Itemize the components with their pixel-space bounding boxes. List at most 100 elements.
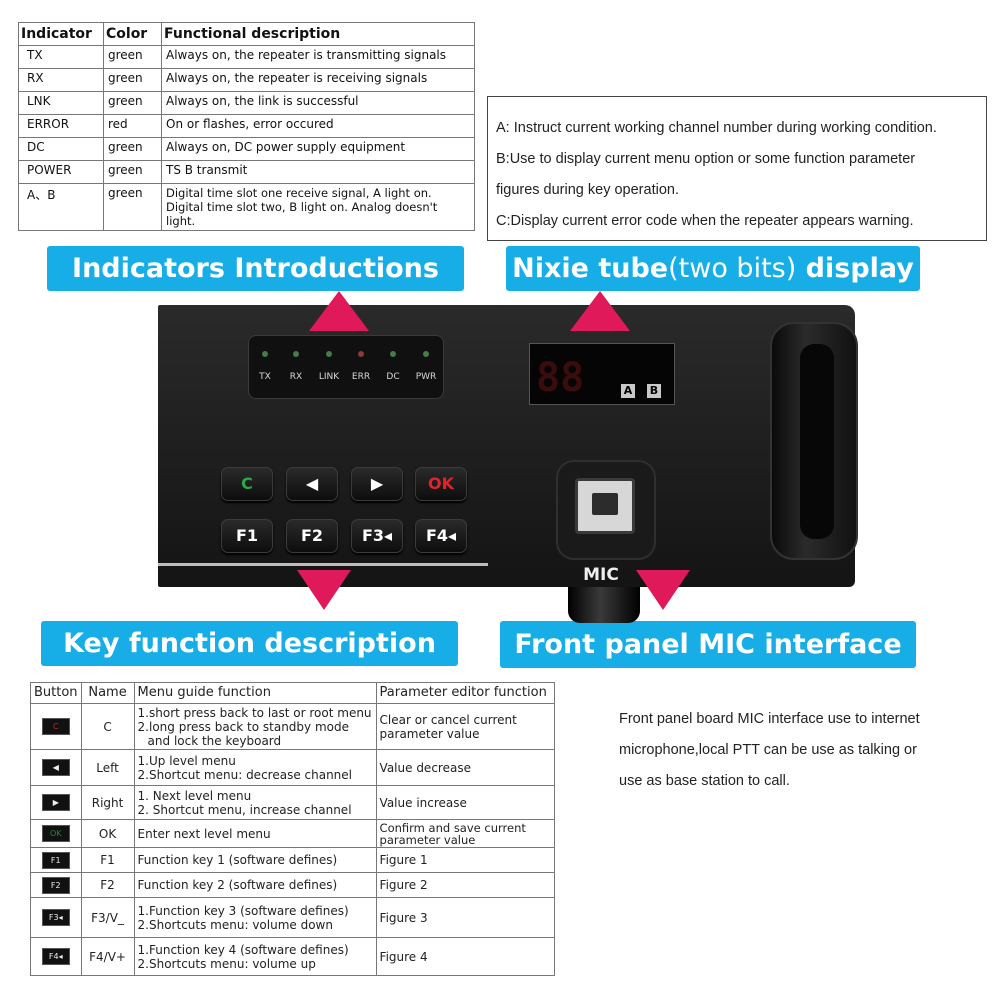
button-cell: C	[30, 703, 82, 750]
nixie-description-box: A: Instruct current working channel numb…	[487, 96, 987, 241]
menu-cell: 1.Function key 4 (software defines)2.Sho…	[133, 937, 377, 976]
nixie-tube-display: 88 A B	[529, 343, 675, 405]
key-banner-text: Key function description	[63, 628, 436, 659]
menu-line: Function key 2 (software defines)	[137, 878, 338, 892]
right-key-icon: ▶	[41, 794, 70, 811]
header-name: Name	[80, 682, 135, 704]
c-key-icon: C	[41, 718, 70, 735]
color-cell: green	[103, 91, 162, 115]
description-cell: Always on, DC power supply equipment	[161, 137, 475, 161]
key-function-table: Button Name Menu guide function Paramete…	[30, 682, 556, 976]
button-cell: F2	[30, 872, 82, 898]
c-button[interactable]: C	[221, 467, 273, 501]
mic-banner-text: Front panel MIC interface	[514, 629, 902, 660]
name-cell: C	[80, 703, 135, 750]
led-pwr-icon	[423, 351, 429, 357]
led-label: LINK	[318, 372, 340, 382]
menu-line: 2. Shortcut menu, increase channel	[137, 802, 352, 817]
indicator-cell: A、B	[18, 183, 104, 231]
color-cell: green	[103, 45, 162, 69]
menu-cell: 1.Function key 3 (software defines)2.Sho…	[133, 897, 377, 938]
volume-knob[interactable]	[568, 587, 640, 623]
indicator-b: B	[647, 384, 661, 398]
name-cell: F1	[80, 847, 135, 873]
color-cell: green	[103, 160, 162, 184]
table-row: F2 F2 Function key 2 (software defines) …	[30, 872, 556, 898]
menu-line: 1.Up level menu	[137, 753, 236, 768]
nixie-line-a: A: Instruct current working channel numb…	[496, 120, 937, 136]
menu-line: 2.Shortcut menu: decrease channel	[137, 767, 352, 782]
description-cell: Digital time slot one receive signal, A …	[161, 183, 475, 231]
f3-key-icon: F3◂	[41, 909, 70, 926]
menu-line: 1. Next level menu	[137, 788, 252, 803]
nixie-banner-bold: Nixie tube	[512, 253, 669, 284]
name-cell: Right	[80, 785, 135, 820]
indicator-a: A	[621, 384, 635, 398]
name-cell: OK	[80, 819, 135, 848]
name-cell: F3/V_	[80, 897, 135, 938]
button-cell: ◀	[30, 749, 82, 786]
menu-line: Function key 1 (software defines)	[137, 853, 338, 867]
f3-button[interactable]: F3◂	[351, 519, 403, 553]
menu-line: 1.Function key 3 (software defines)	[137, 903, 349, 918]
led-label: DC	[386, 372, 400, 382]
arrow-up-icon	[570, 291, 630, 331]
color-cell: red	[103, 114, 162, 138]
param-cell: Figure 3	[375, 897, 556, 938]
param-cell: Figure 2	[375, 872, 556, 898]
table-row: F3◂ F3/V_ 1.Function key 3 (software def…	[30, 897, 556, 938]
led-label: RX	[289, 372, 303, 382]
color-cell: green	[103, 68, 162, 92]
header-menu: Menu guide function	[133, 682, 377, 704]
led-indicator-box: TX RX LINK ERR DC PWR	[248, 335, 444, 399]
param-cell: Figure 4	[375, 937, 556, 976]
color-cell: green	[103, 183, 162, 231]
right-button[interactable]: ▶	[351, 467, 403, 501]
table-row: C C 1.short press back to last or root m…	[30, 703, 556, 750]
f4-button[interactable]: F4◂	[415, 519, 467, 553]
menu-cell: Enter next level menu	[133, 819, 377, 848]
panel-handle	[770, 322, 858, 560]
button-cell: OK	[30, 819, 82, 848]
indicator-cell: RX	[18, 68, 104, 92]
header-color: Color	[103, 22, 162, 46]
menu-line: 2.long press back to standby mode	[137, 719, 349, 734]
menu-cell: Function key 1 (software defines)	[133, 847, 377, 873]
f2-button[interactable]: F2	[286, 519, 338, 553]
param-cell: Figure 1	[375, 847, 556, 873]
arrow-up-icon	[309, 291, 369, 331]
f2-key-icon: F2	[41, 876, 70, 894]
table-row: OK OK Enter next level menu Confirm and …	[30, 819, 556, 848]
left-key-icon: ◀	[41, 759, 70, 776]
led-link-icon	[326, 351, 332, 357]
led-err-icon	[358, 351, 364, 357]
name-cell: F2	[80, 872, 135, 898]
menu-line: 2.Shortcuts menu: volume down	[137, 917, 333, 932]
arrow-down-icon	[636, 570, 690, 610]
indicator-cell: LNK	[18, 91, 104, 115]
name-cell: F4/V+	[80, 937, 135, 976]
f1-button[interactable]: F1	[221, 519, 273, 553]
description-cell: Always on, the repeater is transmitting …	[161, 45, 475, 69]
description-cell: TS B transmit	[161, 160, 475, 184]
menu-cell: Function key 2 (software defines)	[133, 872, 377, 898]
key-banner: Key function description	[41, 621, 458, 666]
menu-line: 1.short press back to last or root menu	[137, 705, 372, 720]
nixie-banner-bold2: display	[796, 253, 914, 284]
arrow-down-icon	[297, 570, 351, 610]
header-description: Functional description	[161, 22, 475, 46]
nixie-line-b2: figures during key operation.	[496, 182, 679, 198]
mic-jack-icon[interactable]	[575, 478, 635, 534]
menu-line: 2.Shortcuts menu: volume up	[137, 956, 316, 971]
ok-button[interactable]: OK	[415, 467, 467, 501]
header-param: Parameter editor function	[375, 682, 556, 704]
param-cell: Clear or cancel current parameter value	[375, 703, 556, 750]
left-button[interactable]: ◀	[286, 467, 338, 501]
led-label: PWR	[415, 372, 437, 382]
